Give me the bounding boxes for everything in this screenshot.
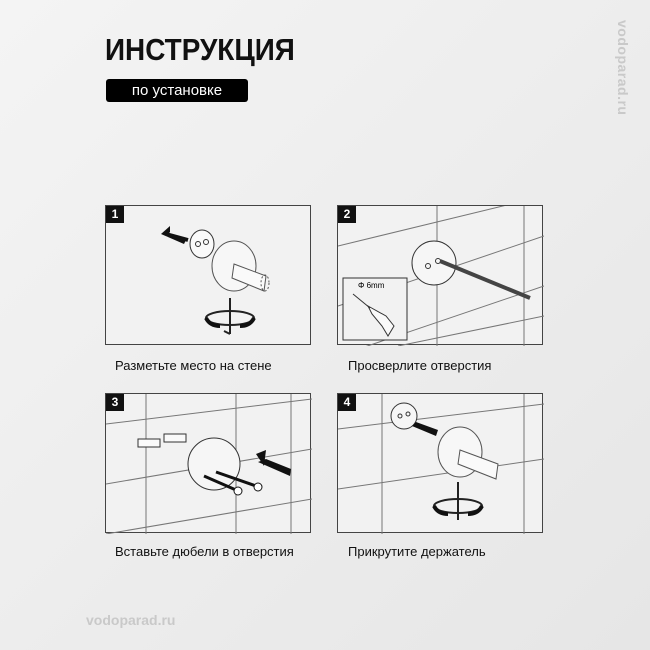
step-3-caption: Вставьте дюбели в отверстия <box>115 544 294 559</box>
step-number: 2 <box>338 206 356 223</box>
step-3-illustration: 3 <box>105 393 312 534</box>
step-number: 4 <box>338 394 356 411</box>
page-subtitle-badge: по установке <box>106 79 248 102</box>
watermark-bottom: vodoparad.ru <box>86 612 176 628</box>
step-1-caption: Разметьте место на стене <box>115 358 272 373</box>
step-1-illustration: 1 <box>105 205 311 345</box>
drill-size-label: Φ 6mm <box>358 281 385 290</box>
page-title: ИНСТРУКЦИЯ <box>105 32 295 67</box>
step-4-illustration: 4 <box>337 393 544 534</box>
insert-dowels-illustration <box>106 394 312 534</box>
step-number: 1 <box>106 206 124 223</box>
step-4-caption: Прикрутите держатель <box>348 544 486 559</box>
step-2-caption: Просверлите отверстия <box>348 358 492 373</box>
step-number: 3 <box>106 394 124 411</box>
watermark-vertical: vodoparad.ru <box>615 20 631 116</box>
mark-wall-illustration <box>161 226 270 335</box>
screw-holder-illustration <box>338 394 544 534</box>
step-2-illustration: Φ 6mm 2 <box>337 205 544 346</box>
drill-holes-illustration: Φ 6mm <box>338 206 544 346</box>
